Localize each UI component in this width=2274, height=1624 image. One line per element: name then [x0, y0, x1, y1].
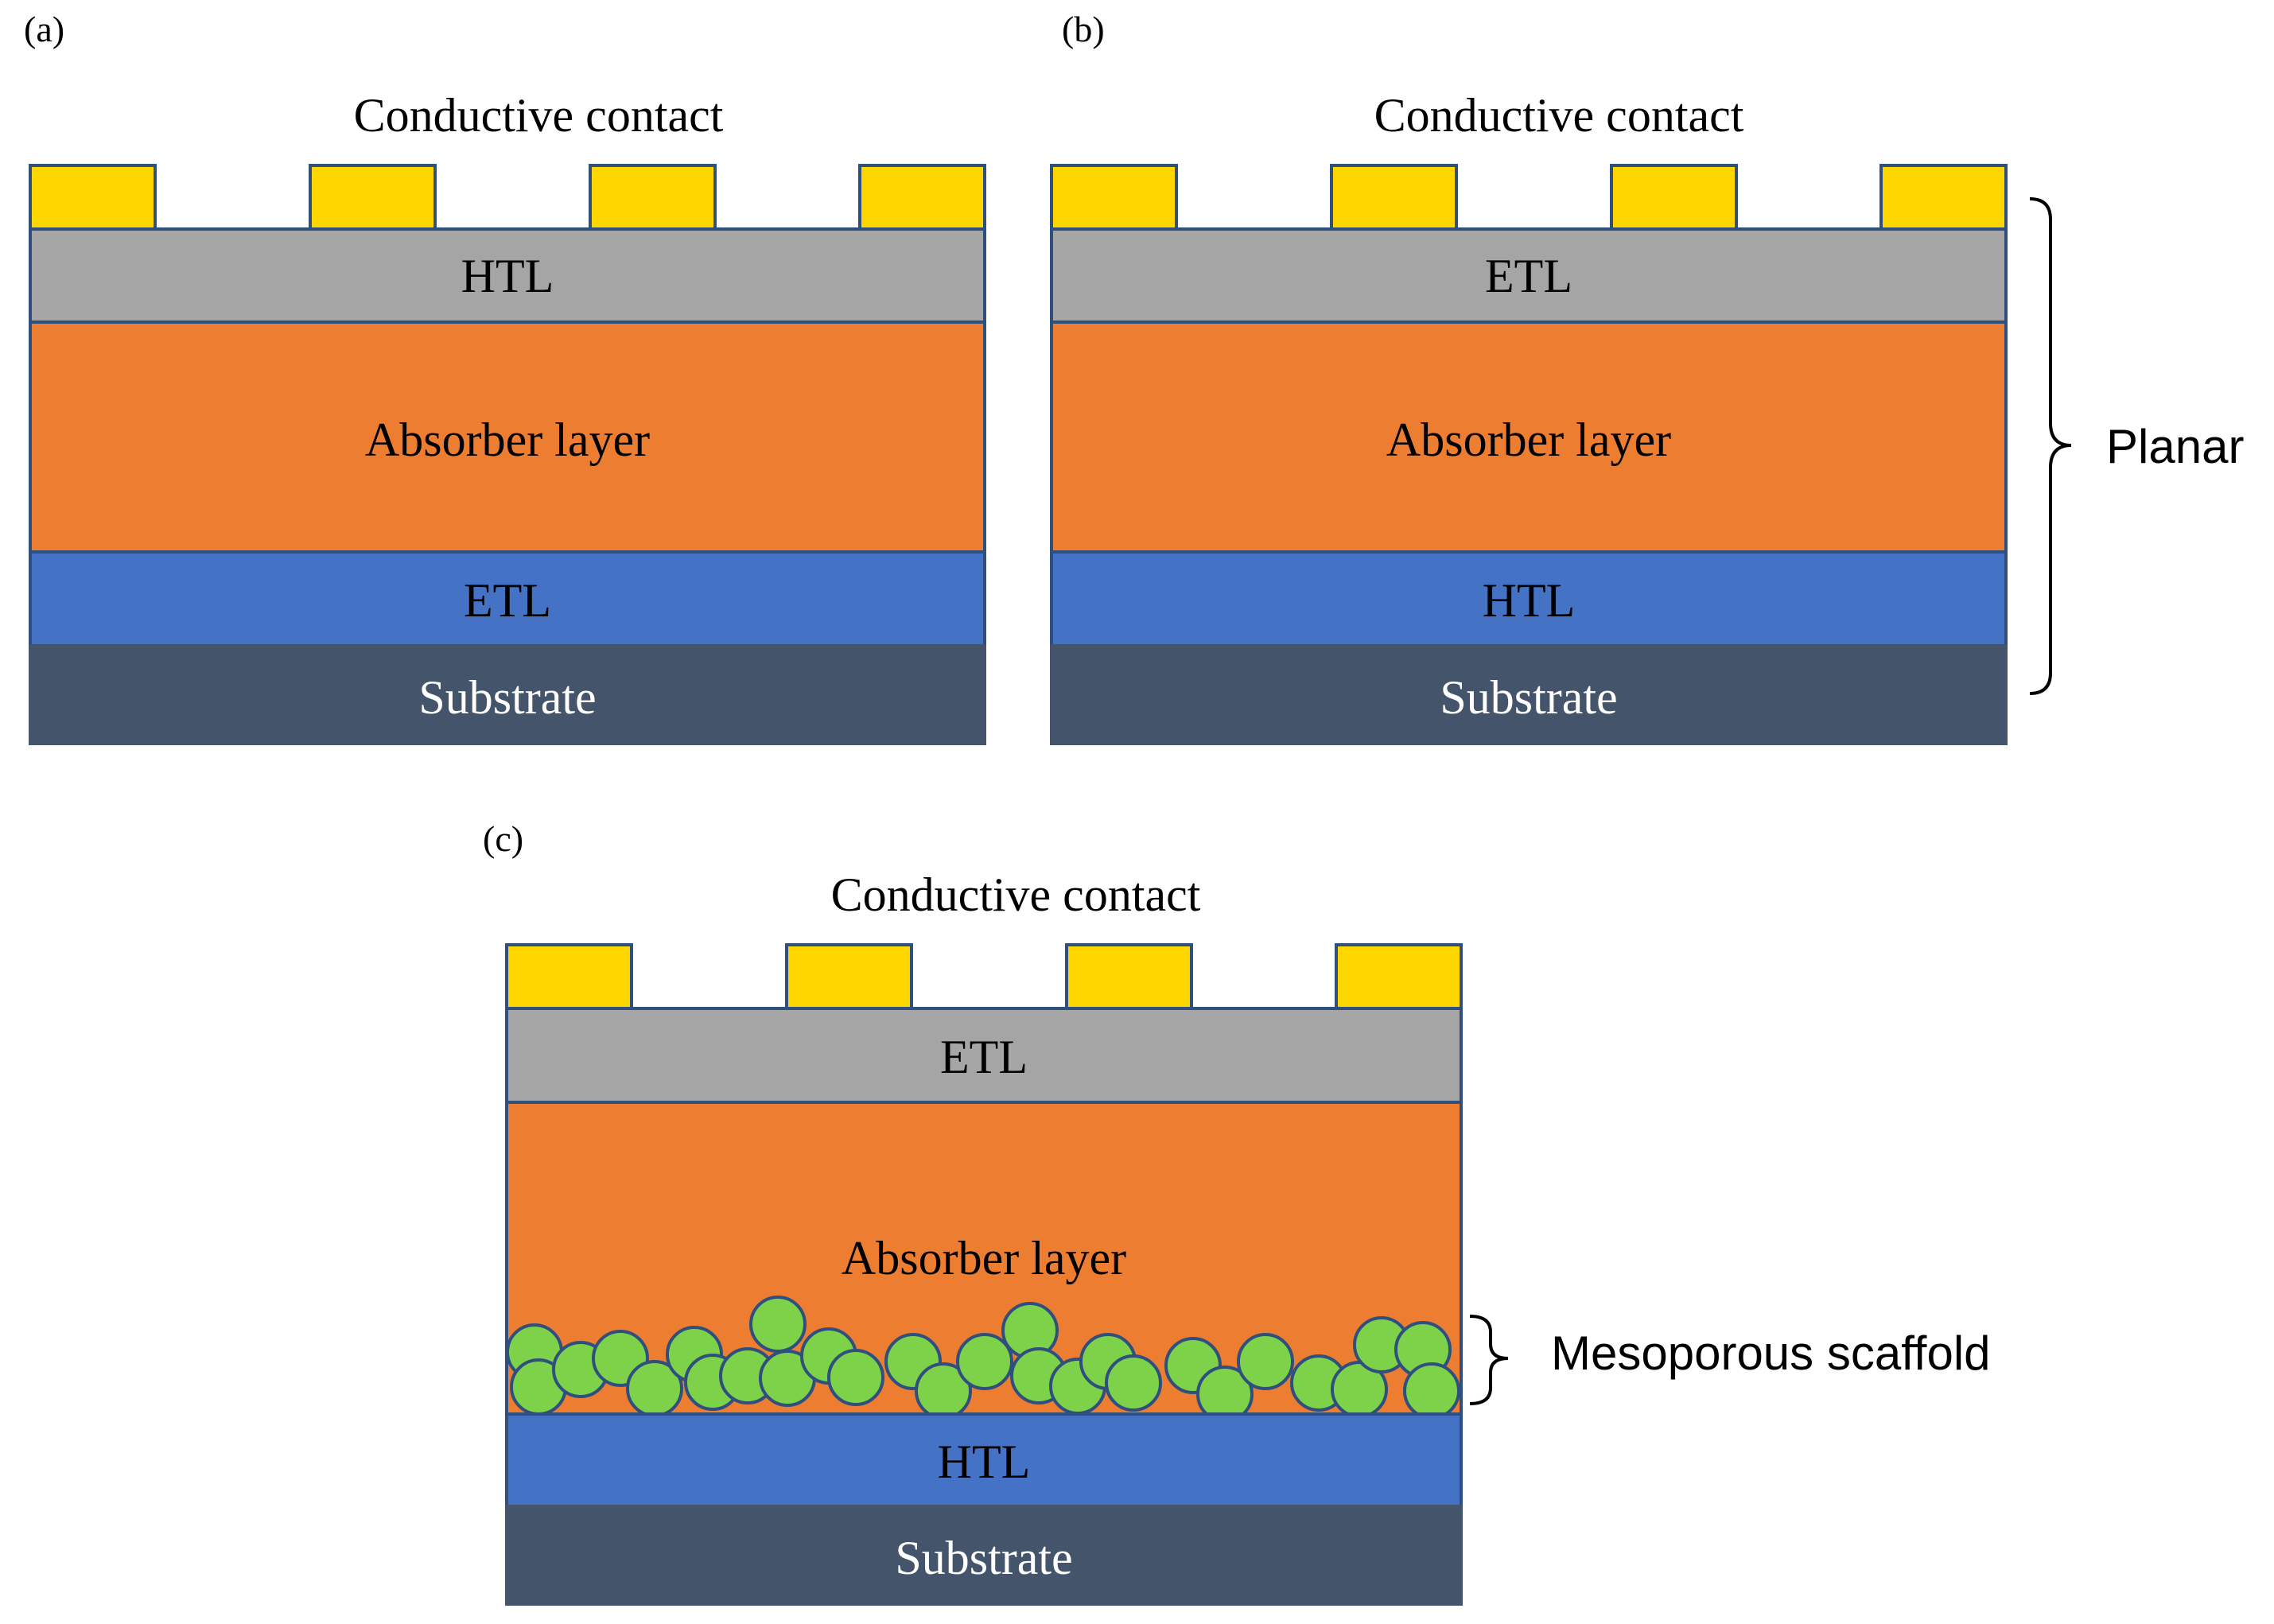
panel-a-substrate-layer	[29, 644, 986, 745]
panel-a-htl-label: HTL	[461, 250, 554, 302]
panel-c-contact-title: Conductive contact	[831, 868, 1201, 921]
scaffold-particle	[827, 1349, 884, 1406]
panel-b-contact-2	[1330, 164, 1458, 231]
panel-b-htl-label: HTL	[1483, 574, 1576, 627]
mesoporous-label: Mesoporous scaffold	[1551, 1327, 1991, 1380]
panel-b-absorber-layer	[1050, 321, 2008, 554]
panel-b-contact-1	[1050, 164, 1178, 231]
panel-c: (c) Conductive contact ETL Absorber laye…	[483, 818, 1991, 1606]
panel-c-etl-label: ETL	[940, 1031, 1028, 1083]
panel-a-contact-4	[858, 164, 986, 231]
panel-c-absorber-label: Absorber layer	[842, 1232, 1126, 1284]
panel-a-label: (a)	[24, 9, 64, 49]
panel-a-absorber-label: Absorber layer	[365, 414, 650, 466]
panel-c-contact-2	[785, 943, 913, 1010]
panel-a-absorber-layer	[29, 321, 986, 554]
scaffold-particle	[749, 1296, 807, 1353]
panel-a-etl-layer	[29, 550, 986, 647]
panel-a: (a) Conductive contact HTL Absorber laye…	[24, 9, 986, 745]
panel-b-contact-3	[1610, 164, 1738, 231]
panel-c-contact-3	[1065, 943, 1193, 1010]
panel-b-absorber-label: Absorber layer	[1386, 414, 1671, 466]
panel-b: (b) Conductive contact ETL Absorber laye…	[1050, 9, 2244, 745]
panel-b-substrate-label: Substrate	[1440, 671, 1617, 724]
panel-c-substrate-label: Substrate	[895, 1532, 1072, 1584]
panel-b-label: (b)	[1062, 9, 1105, 49]
panel-c-contact-1	[505, 943, 633, 1010]
panel-b-substrate-layer	[1050, 644, 2008, 745]
planar-brace	[2029, 197, 2072, 695]
panel-a-htl-layer	[29, 227, 986, 324]
scaffold-particle	[1237, 1333, 1294, 1390]
mesoporous-brace	[1469, 1315, 1509, 1405]
panel-c-htl-label: HTL	[938, 1436, 1031, 1488]
panel-a-substrate-label: Substrate	[418, 671, 596, 724]
panel-a-contact-2	[309, 164, 437, 231]
scaffold-particle	[1403, 1362, 1460, 1420]
panel-a-contact-1	[29, 164, 157, 231]
panel-b-contact-4	[1879, 164, 2008, 231]
panel-c-contact-4	[1335, 943, 1463, 1010]
mesoporous-scaffold-particles	[506, 1296, 1460, 1423]
scaffold-particle	[956, 1333, 1013, 1390]
panel-a-etl-label: ETL	[464, 574, 551, 627]
panel-a-contact-title: Conductive contact	[354, 89, 724, 142]
panel-c-substrate-layer	[505, 1505, 1463, 1606]
scaffold-particle	[1105, 1354, 1162, 1412]
panel-a-contact-3	[589, 164, 717, 231]
panel-b-contact-title: Conductive contact	[1374, 89, 1744, 142]
planar-label: Planar	[2106, 420, 2244, 473]
panel-b-etl-label: ETL	[1485, 250, 1572, 302]
panel-c-label: (c)	[483, 818, 523, 859]
